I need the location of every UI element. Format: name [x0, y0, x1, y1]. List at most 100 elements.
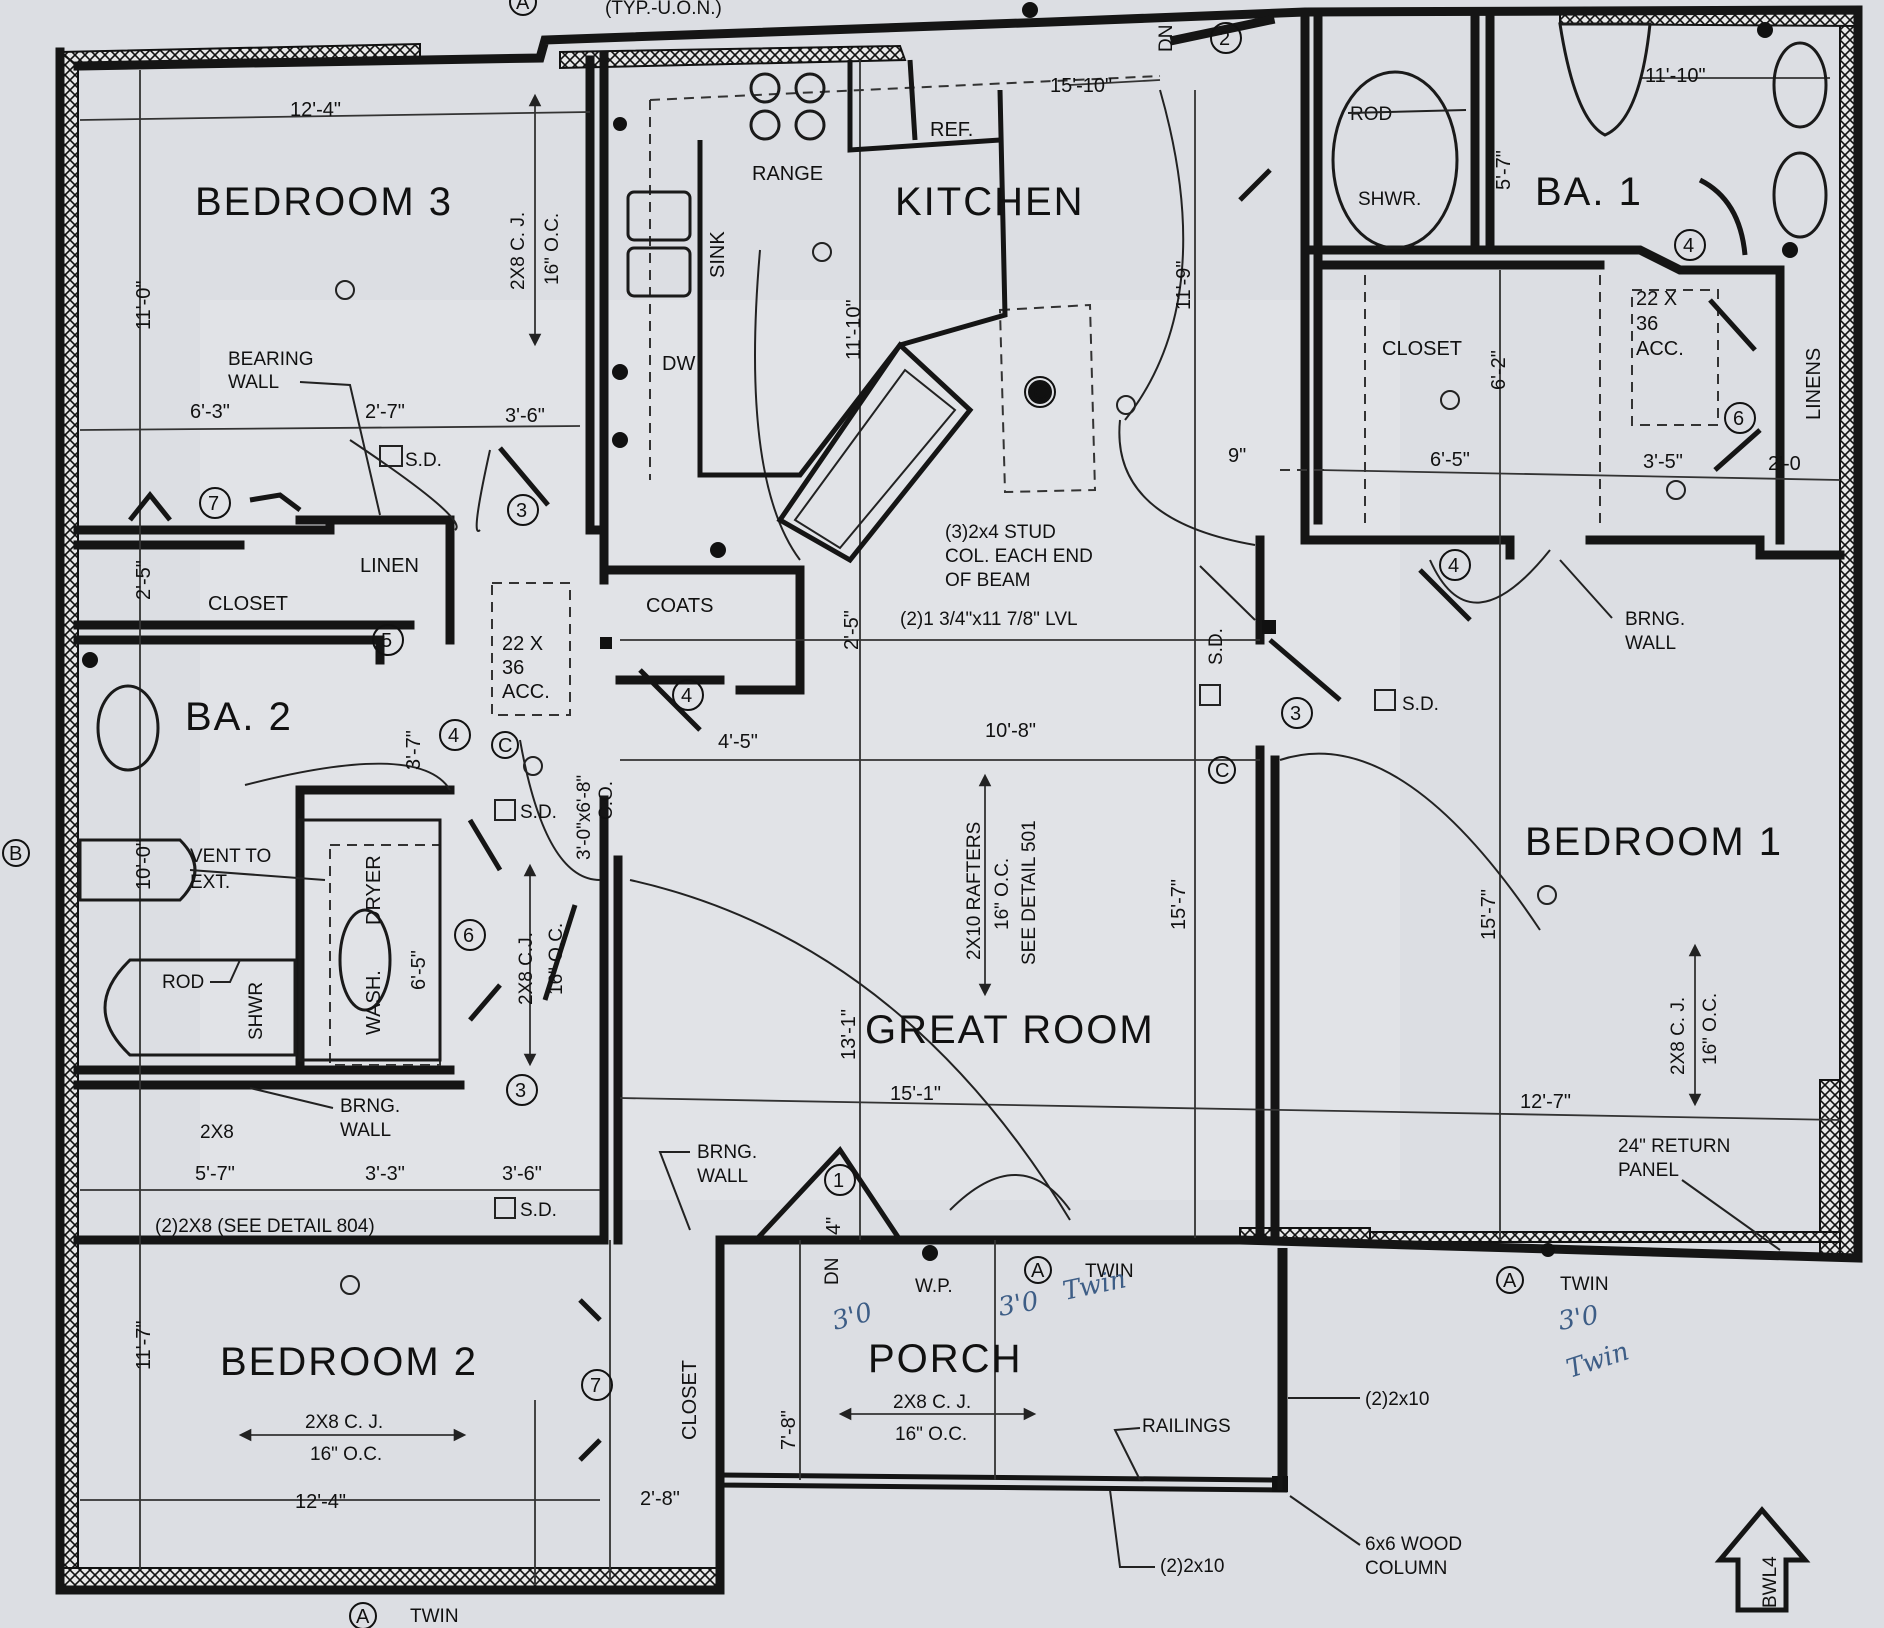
note-brng-bedroom2: BRNG. [340, 1096, 400, 1117]
interior-walls [55, 5, 1863, 1595]
tag-c-hall: C [491, 731, 519, 759]
dim-5-7-ba1: 5'-7" [1493, 150, 1515, 190]
note-bearing: BEARING [228, 349, 314, 370]
note-sd-3: S.D. [520, 1200, 557, 1221]
paper-highlight [200, 300, 1400, 1200]
dim-15-7-great: 15'-7" [1168, 879, 1190, 930]
note-acc-acc-a: ACC. [502, 681, 550, 703]
dim-3-7: 3'-7" [403, 730, 425, 770]
tag-4-bedroom1: 4 [1439, 549, 1471, 581]
svg-text:1: 1 [833, 1170, 844, 1192]
note-brng-bedroom1: BRNG. [1625, 609, 1685, 630]
note-railings: RAILINGS [1142, 1416, 1231, 1437]
tag-1-entry: 1 [824, 1164, 856, 1196]
dim-13-1: 13'-1" [838, 1009, 860, 1060]
note-return-1: 24" RETURN [1618, 1136, 1730, 1157]
svg-text:4: 4 [448, 725, 459, 747]
note-brng-wall-bedroom1: WALL [1625, 633, 1676, 654]
dim-6-5-closet: 6'-5" [1430, 449, 1470, 471]
dim-15-10: 15'-10" [1050, 75, 1112, 97]
tag-5-linen: 5 [372, 624, 404, 656]
note-twin-bedroom1: TWIN [1560, 1274, 1609, 1295]
tag-6-laundry: 6 [454, 919, 486, 951]
dim-15-1: 15'-1" [890, 1083, 941, 1105]
dim-12-4-top: 12'-4" [290, 99, 341, 121]
tag-a-top: A [509, 0, 537, 16]
dim-2-7: 2'-7" [365, 401, 405, 423]
note-return-2: PANEL [1618, 1160, 1679, 1181]
room-ba-2: BA. 2 [185, 695, 293, 739]
dimension-lines [79, 60, 1841, 1585]
note-see501: SEE DETAIL 501 [1019, 820, 1040, 965]
dim-15-7-bedroom1: 15'-7" [1478, 889, 1500, 940]
note-oc-porch: 16" O.C. [895, 1424, 967, 1445]
note-cj-porch: 2X8 C. J. [893, 1392, 971, 1413]
note-stud-1: (3)2x4 STUD [945, 522, 1056, 543]
dim-2-5: 2'-5" [133, 560, 155, 600]
note-co-size: 3'-0"x6'-8" [574, 775, 595, 860]
label-linen: LINEN [360, 555, 419, 577]
note-ext: EXT. [190, 872, 230, 893]
note-dn-top: DN [1156, 25, 1177, 52]
bwl-arrow [1714, 1506, 1811, 1613]
dim-2-0: 2'-0 [1768, 453, 1801, 475]
dimension-texts: 12'-4" 11'-0" 6'-3" 2'-7" 3'-6" 2'-5" 15… [133, 65, 1801, 1513]
tag-c-kitchen: C [1024, 376, 1056, 408]
svg-text:4: 4 [681, 685, 692, 707]
dim-11-0: 11'-0" [133, 281, 155, 330]
svg-text:6: 6 [463, 925, 474, 947]
room-labels: BEDROOM 3 KITCHEN BA. 1 BA. 2 BEDROOM 1 … [185, 170, 1781, 1384]
label-closet-master: CLOSET [1382, 338, 1462, 360]
svg-text:3: 3 [515, 1080, 526, 1102]
note-sd-2: S.D. [520, 802, 557, 823]
note-stud-2: COL. EACH END [945, 546, 1093, 567]
dim-7-8: 7'-8" [778, 1410, 800, 1450]
note-oc-hall: 16" O.C. [546, 923, 567, 995]
note-oc-bedroom3: 16" O.C. [542, 213, 563, 285]
electrical-symbols [82, 2, 1798, 1295]
note-brng-wall-hall: WALL [697, 1166, 748, 1187]
dim-9: 9" [1228, 445, 1246, 467]
note-twin-bedroom2: TWIN [410, 1606, 459, 1627]
note-acc-36-b: 36 [1636, 313, 1658, 335]
note-brng-wall-bedroom2: WALL [340, 1120, 391, 1141]
note-oc-bedroom1: 16" O.C. [1700, 993, 1721, 1065]
label-dw: DW [662, 353, 695, 375]
note-acc-36-a: 36 [502, 657, 524, 679]
tag-3-laundry: 3 [506, 1074, 538, 1106]
hand-note-4: 3'0 [1556, 1300, 1601, 1337]
svg-text:C: C [1215, 760, 1229, 782]
note-2x10-right: (2)2x10 [1365, 1389, 1429, 1410]
note-typ: (TYP.-U.O.N.) [605, 0, 722, 19]
svg-text:A: A [1503, 1270, 1517, 1292]
note-rafters: 2X10 RAFTERS [964, 822, 985, 960]
dim-3-6-mid: 3'-6" [502, 1163, 542, 1185]
leader-lines [189, 109, 1781, 1568]
note-bearing-wall: WALL [228, 372, 279, 393]
dim-12-4-bottom: 12'-4" [295, 1491, 346, 1513]
tag-4-ba2: 4 [439, 719, 471, 751]
label-linens: LINENS [1803, 348, 1825, 420]
dim-11-10-kitchen: 11'-10" [843, 299, 865, 360]
label-shwr-master: SHWR. [1358, 189, 1421, 210]
label-ref: REF. [930, 119, 973, 141]
room-bedroom-2: BEDROOM 2 [220, 1340, 478, 1384]
tag-2-entry: 2 [1210, 22, 1242, 54]
svg-text:B: B [9, 843, 22, 865]
room-porch: PORCH [868, 1337, 1022, 1381]
tag-4-ba1: 4 [1674, 229, 1706, 261]
svg-text:7: 7 [590, 1375, 601, 1397]
dim-11-7: 11'-7" [133, 1321, 155, 1370]
dim-5-7: 5'-7" [195, 1163, 235, 1185]
hand-note-2: 3'0 [996, 1286, 1041, 1323]
tag-6-ba1: 6 [1724, 402, 1756, 434]
note-sd-5: S.D. [1206, 628, 1227, 665]
door-leaves [128, 168, 1762, 1462]
dim-10-0: 10'-0" [133, 839, 155, 890]
note-sd-4: S.D. [1402, 694, 1439, 715]
dim-4: 4" [823, 1217, 845, 1235]
note-cj-hall: 2X8 C.J. [516, 932, 537, 1005]
porch-structure [717, 1240, 1288, 1493]
svg-text:4: 4 [1448, 555, 1459, 577]
note-lvl: (2)1 3/4"x11 7/8" LVL [900, 609, 1078, 630]
